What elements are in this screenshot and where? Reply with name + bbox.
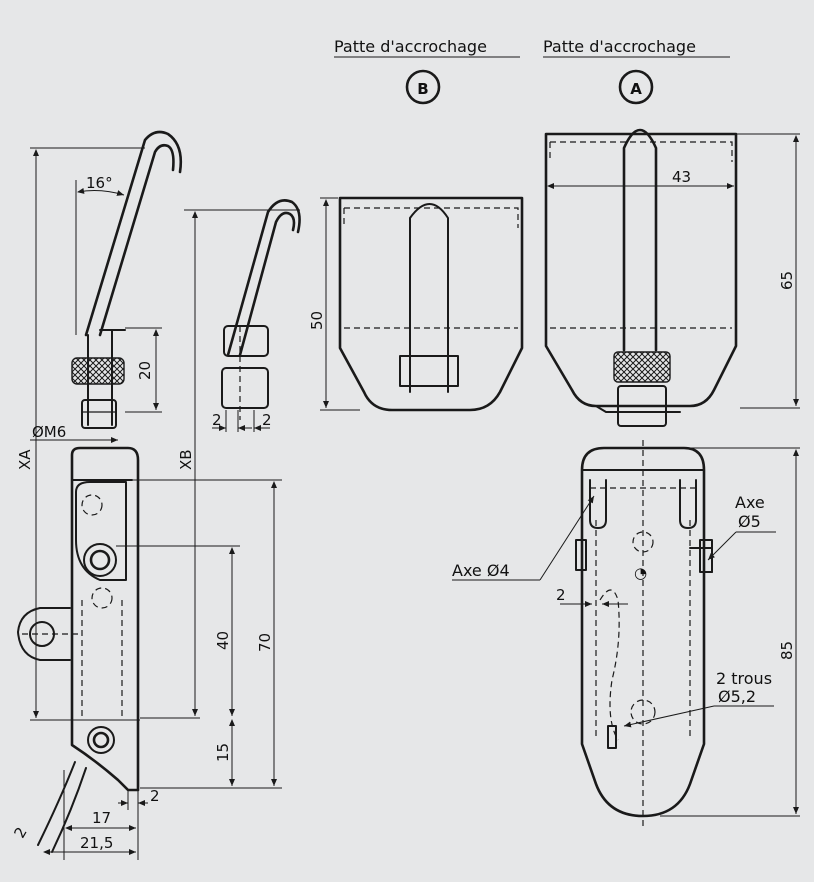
dim-21-5: 21,5 — [80, 834, 113, 852]
side-view-dims: XA 16° 20 ØM6 XB 40 15 70 2 — [10, 147, 300, 860]
a-dim-65: 65 — [778, 271, 796, 290]
b-dim-50: 50 — [308, 311, 326, 330]
header-b: Patte d'accrochage B — [334, 37, 520, 105]
dim-70: 70 — [256, 633, 274, 652]
b-dim-2a: 2 — [212, 411, 222, 429]
dim-2-tilted: 2 — [10, 824, 30, 841]
a-trous-label: 2 trous — [716, 669, 772, 688]
dim-15: 15 — [214, 743, 232, 762]
letter-a: A — [630, 80, 642, 98]
dim-17: 17 — [92, 809, 111, 827]
header-a: Patte d'accrochage A — [543, 37, 730, 105]
dim-xa: XA — [16, 449, 34, 470]
b-front: 50 — [308, 196, 524, 412]
a-body: ◔ Axe Ø5 Axe Ø4 2 2 trous Ø5,2 85 — [452, 440, 800, 830]
a-dim-2: 2 — [556, 586, 566, 604]
a-logo-mark: ◔ — [634, 564, 647, 582]
a-axe5-label: Axe — [735, 493, 765, 512]
a-trous-dia: Ø5,2 — [718, 687, 756, 706]
dim-20: 20 — [136, 361, 154, 380]
b-hook-side: 2 2 — [212, 199, 301, 432]
a-dim-85: 85 — [778, 641, 796, 660]
dim-angle-16: 16° — [86, 174, 113, 192]
side-view-latch — [17, 130, 183, 853]
letter-b-circle — [405, 69, 441, 105]
dim-40: 40 — [214, 631, 232, 650]
a-axe5-dia: Ø5 — [738, 512, 761, 531]
patte-b-title: Patte d'accrochage — [334, 37, 487, 56]
letter-a-circle — [618, 69, 654, 105]
a-front: 43 65 — [544, 128, 800, 427]
dim-xb: XB — [177, 449, 195, 470]
a-dim-43: 43 — [672, 168, 691, 186]
b-dim-2b: 2 — [262, 411, 272, 429]
letter-b: B — [417, 80, 428, 98]
patte-a-title: Patte d'accrochage — [543, 37, 696, 56]
dim-thread: ØM6 — [32, 423, 66, 441]
a-axe4: Axe Ø4 — [452, 561, 510, 580]
dim-2-foot: 2 — [150, 787, 160, 805]
